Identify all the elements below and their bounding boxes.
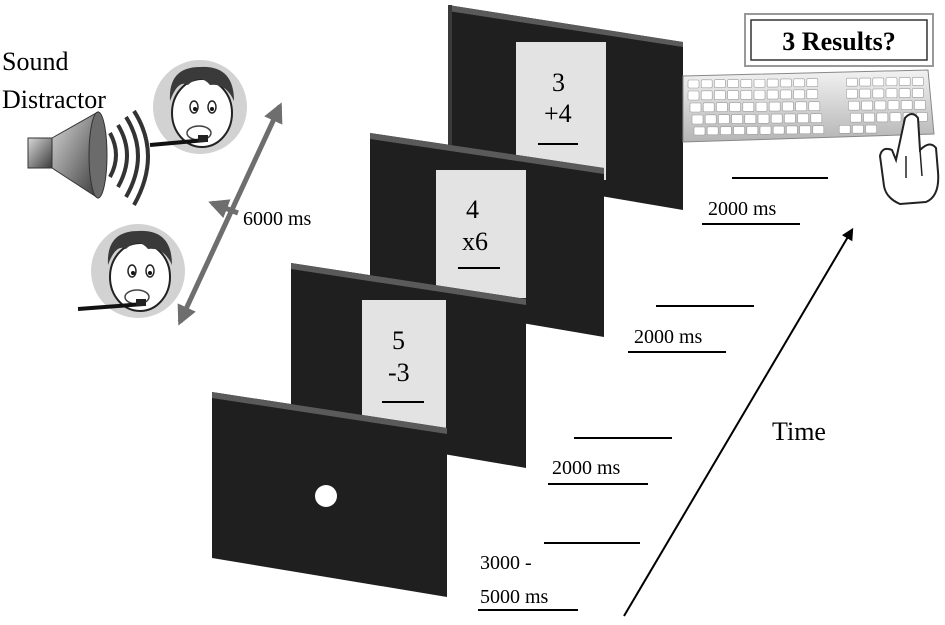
interval-label: 6000 ms [243,208,312,230]
problem-line1: 4 [466,195,479,224]
duration-screen-2: 2000 ms [548,437,672,485]
child-brushing-teeth-icon [149,60,247,154]
fixation-screen [212,392,447,597]
time-arrow [623,227,854,617]
duration-line1: 3000 - [480,552,532,574]
problem-card [516,42,606,180]
distractor-label-line1: Sound [2,47,68,76]
problem-line2: -3 [388,358,410,387]
problem-line1: 3 [552,68,565,97]
problem-card [436,170,526,298]
duration-screen-3: 2000 ms [628,305,754,353]
problem-line1: 5 [392,326,405,355]
speaker-icon [27,109,150,206]
distractor-label-line2: Distractor [2,85,106,114]
interval-arrow [177,102,283,326]
problem-line2: +4 [544,99,572,128]
response-prompt-box: 3 Results? [744,13,934,67]
fixation-dot [315,485,337,507]
duration-line1: 2000 ms [634,326,703,348]
problem-card [362,300,446,428]
duration-screen-4: 2000 ms [702,177,828,225]
duration-fixation: 3000 - 5000 ms [478,542,640,611]
duration-line1: 2000 ms [552,457,621,479]
time-label: Time [772,417,826,446]
pointing-hand-icon [878,113,940,206]
keyboard-icon [682,69,935,143]
response-prompt: 3 Results? [782,27,895,56]
duration-line2: 5000 ms [480,586,549,608]
duration-line1: 2000 ms [708,198,777,220]
child-brushing-teeth-icon [77,224,185,318]
problem-line2: x6 [462,227,488,256]
